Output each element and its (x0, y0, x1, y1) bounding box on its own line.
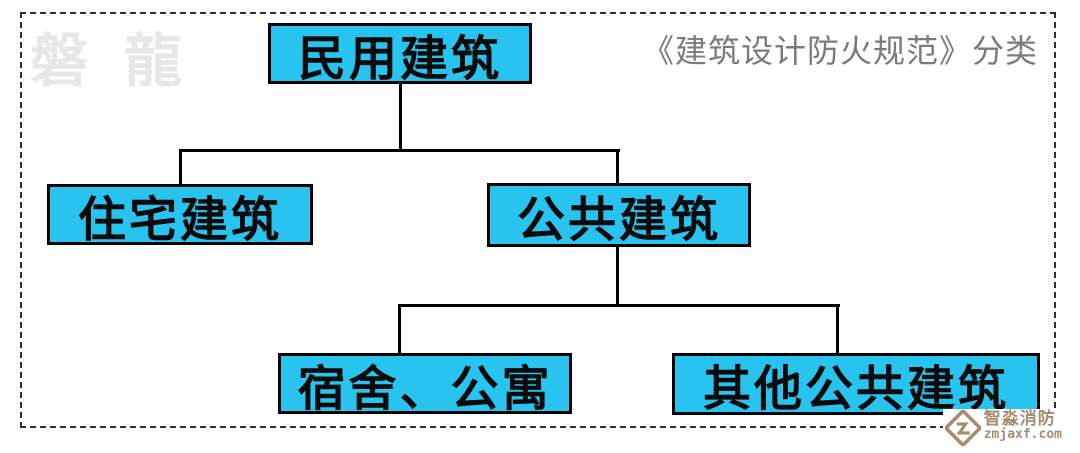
connector-level2-crossbar (398, 304, 840, 307)
dashed-border (20, 12, 1056, 428)
watermark-text: 磐 龍 (30, 29, 193, 94)
node-public-building: 公共建筑 (487, 183, 751, 247)
connector-other-drop (836, 304, 839, 355)
connector-level1-crossbar (179, 149, 620, 152)
connector-dormitory-drop (398, 304, 401, 355)
brand-site: zmjaxf.com (983, 427, 1062, 442)
connector-public-drop (616, 149, 619, 185)
connector-root-stem (399, 83, 402, 152)
brand-logo-text: 智淼消防 zmjaxf.com (984, 410, 1062, 441)
node-other-public-building: 其他公共建筑 (672, 353, 1040, 416)
brand-logo-icon (943, 408, 983, 451)
connector-residential-drop (179, 149, 182, 186)
page-title: 《建筑设计防火规范》分类 (641, 33, 1038, 69)
brand-name: 智淼消防 (983, 409, 1056, 428)
node-residential-building: 住宅建筑 (47, 184, 313, 247)
connector-public-stem (616, 245, 619, 307)
brand-logo: 智淼消防 zmjaxf.com (942, 408, 1064, 452)
node-dormitory-apartment: 宿舍、公寓 (278, 353, 572, 416)
node-civil-building: 民用建筑 (268, 23, 532, 86)
